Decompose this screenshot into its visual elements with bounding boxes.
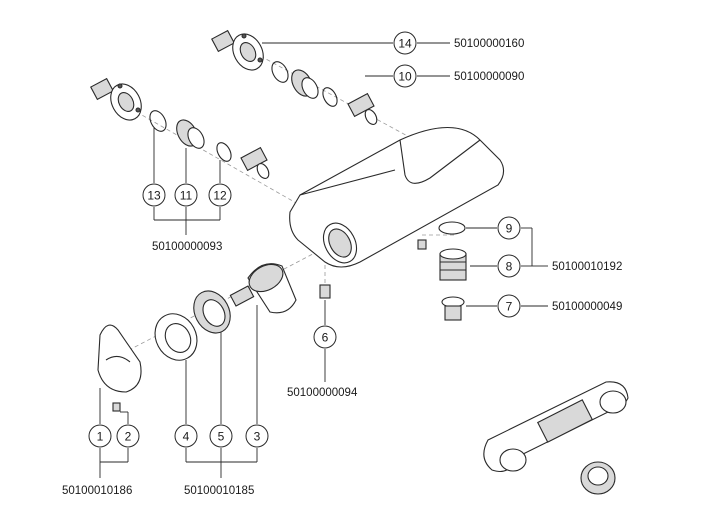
callout-number: 6: [322, 331, 329, 345]
callout-2: 2: [116, 424, 140, 448]
callout-9: 9: [497, 216, 521, 240]
callout-7: 7: [497, 294, 521, 318]
part-13-ring: [149, 110, 167, 132]
leader-lines: [99, 42, 548, 478]
callout-circle: [245, 424, 269, 448]
callout-number: 9: [506, 222, 513, 236]
callout-14: 14: [393, 31, 417, 55]
part-4-cover-sleeve: [154, 313, 198, 361]
callout-circle: [116, 424, 140, 448]
callout-3: 3: [245, 424, 269, 448]
callout-circle: [209, 424, 233, 448]
part-6-grub-screw: [319, 284, 331, 299]
callout-circle: [313, 325, 337, 349]
part-code-3-5: 50100010185: [184, 485, 254, 497]
callout-circle: [88, 424, 112, 448]
part-3-cartridge: [229, 263, 297, 314]
part-8-cartridge: [439, 248, 467, 281]
callout-number: 11: [180, 189, 193, 203]
callout-13: 13: [142, 183, 166, 207]
callout-circle: [393, 64, 417, 88]
part-code-8-9: 50100010192: [552, 261, 622, 273]
part-13-11-12-eccentric-connector: [90, 77, 142, 121]
support-bracket: [483, 381, 629, 473]
callout-number: 14: [398, 37, 412, 51]
part-code-labels: 50100000160 50100000090 50100000093 5010…: [62, 38, 622, 497]
part-5-threaded-nut: [193, 290, 231, 334]
callout-circle: [174, 424, 198, 448]
part-14-sleeve: [291, 69, 319, 99]
valve-body: [289, 126, 505, 268]
callout-12: 12: [208, 183, 232, 207]
part-code-14: 50100000160: [454, 38, 524, 50]
part-code-1-2: 50100010186: [62, 485, 132, 497]
callout-number: 1: [97, 430, 104, 444]
part-code-6: 50100000094: [287, 387, 358, 399]
callout-number: 10: [398, 70, 412, 84]
callout-8: 8: [497, 254, 521, 278]
part-code-11-13: 50100000093: [152, 241, 222, 253]
part-10-check-valve-group: [322, 87, 378, 125]
callout-number: 5: [218, 430, 225, 444]
callout-circle: [497, 294, 521, 318]
callout-4: 4: [174, 424, 198, 448]
part-code-10: 50100000090: [454, 71, 524, 83]
callout-number: 13: [147, 189, 161, 203]
callout-number: 12: [213, 189, 227, 203]
callout-number: 8: [506, 260, 513, 274]
part-12-ring-and-valve: [216, 142, 270, 179]
callout-number: 4: [183, 430, 190, 444]
callout-circle: [497, 254, 521, 278]
callout-circle: [393, 31, 417, 55]
callout-6: 6: [313, 325, 337, 349]
callout-number: 7: [506, 300, 513, 314]
callout-number: 2: [125, 430, 132, 444]
callout-circle: [208, 183, 232, 207]
callout-circle: [142, 183, 166, 207]
callout-number: 3: [254, 430, 261, 444]
part-11-sleeve: [176, 119, 205, 149]
callout-circle: [174, 183, 198, 207]
callout-circle: [497, 216, 521, 240]
part-1-lever-handle: [97, 324, 142, 393]
callout-11: 11: [174, 183, 198, 207]
callout-1: 1: [88, 424, 112, 448]
callout-10: 10: [393, 64, 417, 88]
callout-5: 5: [209, 424, 233, 448]
bracket-nut: [580, 461, 616, 495]
part-7-valve-insert: [441, 296, 465, 321]
part-14-eccentric-connector: [211, 29, 264, 71]
part-9-o-ring: [438, 221, 466, 235]
part-14-ring: [271, 61, 289, 83]
part-2-screw: [112, 402, 121, 412]
part-code-7: 50100000049: [552, 301, 622, 313]
